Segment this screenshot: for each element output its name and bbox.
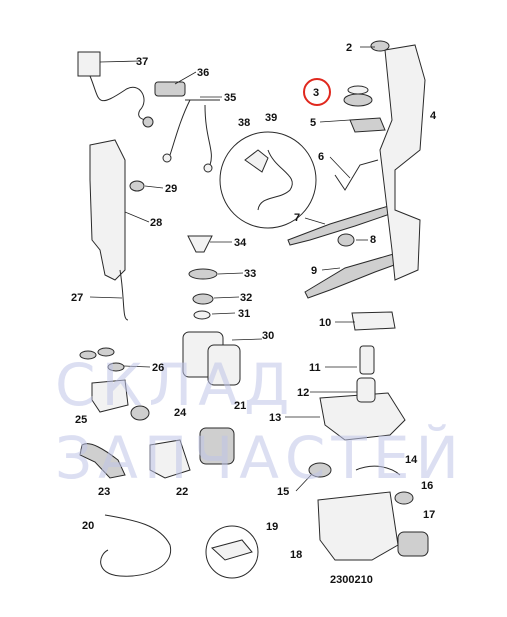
callout-11: 11 (309, 362, 321, 374)
part-31-washer (193, 310, 211, 320)
part-35-hose (162, 99, 220, 173)
callout-37: 37 (136, 56, 148, 68)
callout-5: 5 (310, 117, 316, 129)
diagram-code: 2300210 (330, 574, 373, 586)
part-29-cap (129, 180, 145, 192)
callout-14: 14 (405, 454, 418, 466)
part-10-holder (351, 311, 396, 331)
part-12-cylinder (356, 377, 376, 403)
part-26-seals (79, 347, 125, 372)
callout-18: 18 (290, 549, 302, 561)
part-16 (394, 491, 414, 505)
part-17-pump (397, 531, 429, 557)
callout-22: 22 (176, 486, 188, 498)
callout-7: 7 (294, 212, 300, 224)
callout-33: 33 (244, 268, 256, 280)
callout-17: 17 (423, 509, 435, 521)
part-33-seal (188, 268, 218, 280)
part-15-gasket (308, 462, 332, 478)
part-32-ring (192, 293, 214, 305)
callout-31: 31 (238, 308, 250, 320)
callout-34: 34 (234, 237, 247, 249)
callout-23: 23 (98, 486, 110, 498)
part-36-clamp (154, 81, 186, 97)
part-3-nut (343, 93, 373, 107)
callout-29: 29 (165, 183, 177, 195)
part-34-funnel (187, 235, 213, 253)
part-11-filter (359, 345, 375, 375)
leader-lines (89, 46, 375, 492)
callout-6: 6 (318, 151, 324, 163)
callout-32: 32 (240, 292, 252, 304)
callout-28: 28 (150, 217, 162, 229)
callout-9: 9 (311, 265, 317, 277)
callout-30: 30 (262, 330, 274, 342)
part-6-pipe (334, 159, 379, 191)
part-4-duct (379, 44, 426, 281)
callout-15: 15 (277, 486, 289, 498)
callout-35: 35 (224, 92, 236, 104)
part-19-kit (205, 525, 259, 579)
highlight-ring (303, 78, 331, 106)
watermark-line-1: СКЛАД (55, 351, 295, 419)
callout-13: 13 (269, 412, 281, 424)
callout-10: 10 (319, 317, 331, 329)
callout-2: 2 (346, 42, 352, 54)
part-37-plug (77, 51, 154, 128)
part-2 (370, 40, 390, 52)
part-5-coupling (349, 117, 386, 133)
part-13-filter (319, 392, 406, 441)
part-30-container (182, 331, 241, 386)
part-3-washer (347, 85, 369, 95)
part-23-elbow (79, 443, 126, 479)
callout-20: 20 (82, 520, 94, 532)
callout-36: 36 (197, 67, 209, 79)
part-38-39-detail (219, 131, 317, 229)
callout-labels: 2 3 4 5 6 7 8 9 10 11 12 13 14 15 16 17 … (71, 42, 437, 561)
callout-4: 4 (430, 110, 437, 122)
part-8-nut (337, 233, 355, 247)
part-20-hose (100, 514, 172, 577)
part-22-chamber (149, 439, 191, 479)
callout-24: 24 (174, 407, 187, 419)
watermark-line-2: ЗАПЧАСТЕЙ (55, 423, 465, 492)
part-18-sump (317, 491, 399, 561)
part-14-wire (355, 465, 401, 476)
callout-38: 38 (238, 117, 250, 129)
callout-8: 8 (370, 234, 376, 246)
callout-19: 19 (266, 521, 278, 533)
callout-3: 3 (313, 87, 319, 99)
part-21-heater (199, 427, 235, 465)
callout-26: 26 (152, 362, 164, 374)
part-24-ring (130, 405, 150, 421)
callout-25: 25 (75, 414, 87, 426)
callout-16: 16 (421, 480, 433, 492)
part-28-shroud (89, 139, 129, 321)
callout-21: 21 (234, 400, 246, 412)
part-25-valve (91, 379, 129, 413)
callout-27: 27 (71, 292, 83, 304)
callout-39: 39 (265, 112, 277, 124)
callout-12: 12 (297, 387, 309, 399)
